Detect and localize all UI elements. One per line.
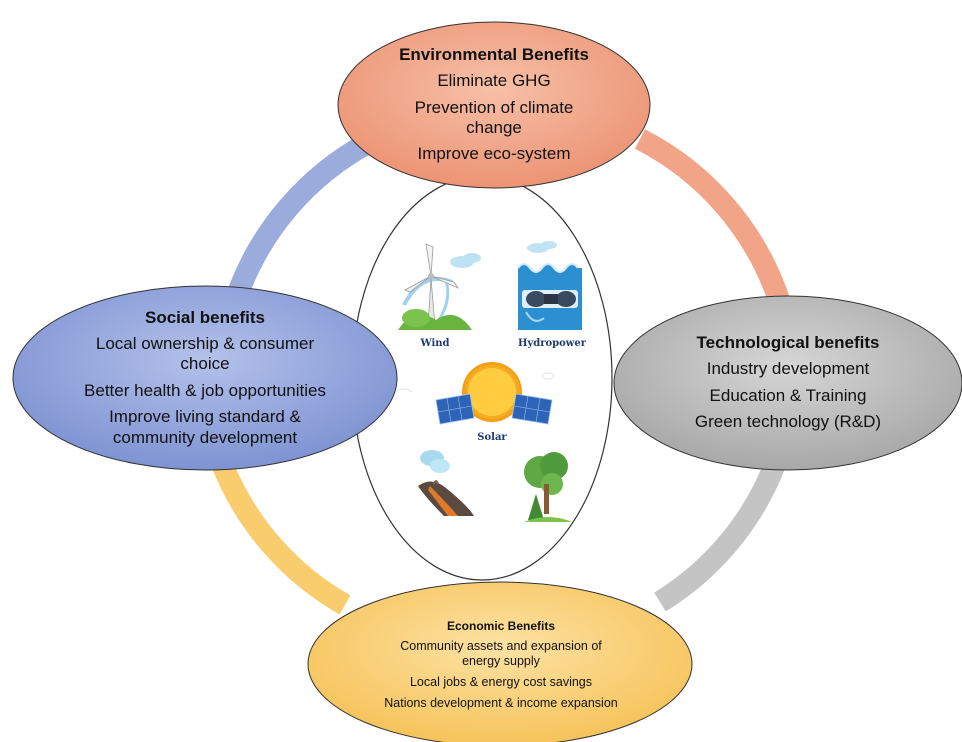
environmental-item: Improve eco-system [417,144,571,164]
environmental-item: Prevention of climate change [414,97,574,137]
economic-item: Community assets and expansion of energy… [400,639,602,668]
technological-ellipse [613,295,962,471]
economic-item: Local jobs & energy cost savings [409,675,593,689]
environmental-benefits: Environmental Benefits Eliminate GHG Pre… [338,22,650,188]
environmental-ellipse [337,21,651,189]
ring-arc-env-tech [634,129,790,304]
technological-benefits: Technological benefits Industry developm… [618,318,958,448]
connecting-ring [212,129,790,615]
social-item: Local ownership & consumer choice [95,334,315,374]
technological-item: Green technology (R&D) [694,412,882,432]
economic-benefits: Economic Benefits Community assets and e… [328,600,674,730]
social-item: Improve living standard & community deve… [109,407,301,447]
geothermal-icon [418,450,474,516]
ring-arc-tech-econ [654,455,788,612]
technological-item: Education & Training [709,385,867,405]
ring-arc-social-env [226,133,374,300]
economic-item: Nations development & income expansion [384,696,618,710]
environmental-item: Eliminate GHG [437,71,551,91]
technological-item: Industry development [706,359,870,379]
social-title: Social benefits [145,308,265,328]
social-item: Better health & job opportunities [84,380,326,400]
decorative-marks [395,372,555,393]
hydropower-label: Hydropower [518,338,587,349]
biomass-icon [524,452,572,522]
environmental-title: Environmental Benefits [399,45,589,65]
wind-label: Wind [419,338,449,349]
hydropower-icon [517,241,582,330]
solar-icon [435,362,553,425]
economic-ellipse [307,581,693,742]
social-ellipse [12,285,398,471]
solar-label: Solar [477,432,507,443]
social-benefits: Social benefits Local ownership & consum… [55,298,355,458]
ring-arc-econ-social [212,461,351,615]
technological-title: Technological benefits [696,333,880,353]
wind-icon [398,243,481,330]
economic-title: Economic Benefits [446,619,556,633]
